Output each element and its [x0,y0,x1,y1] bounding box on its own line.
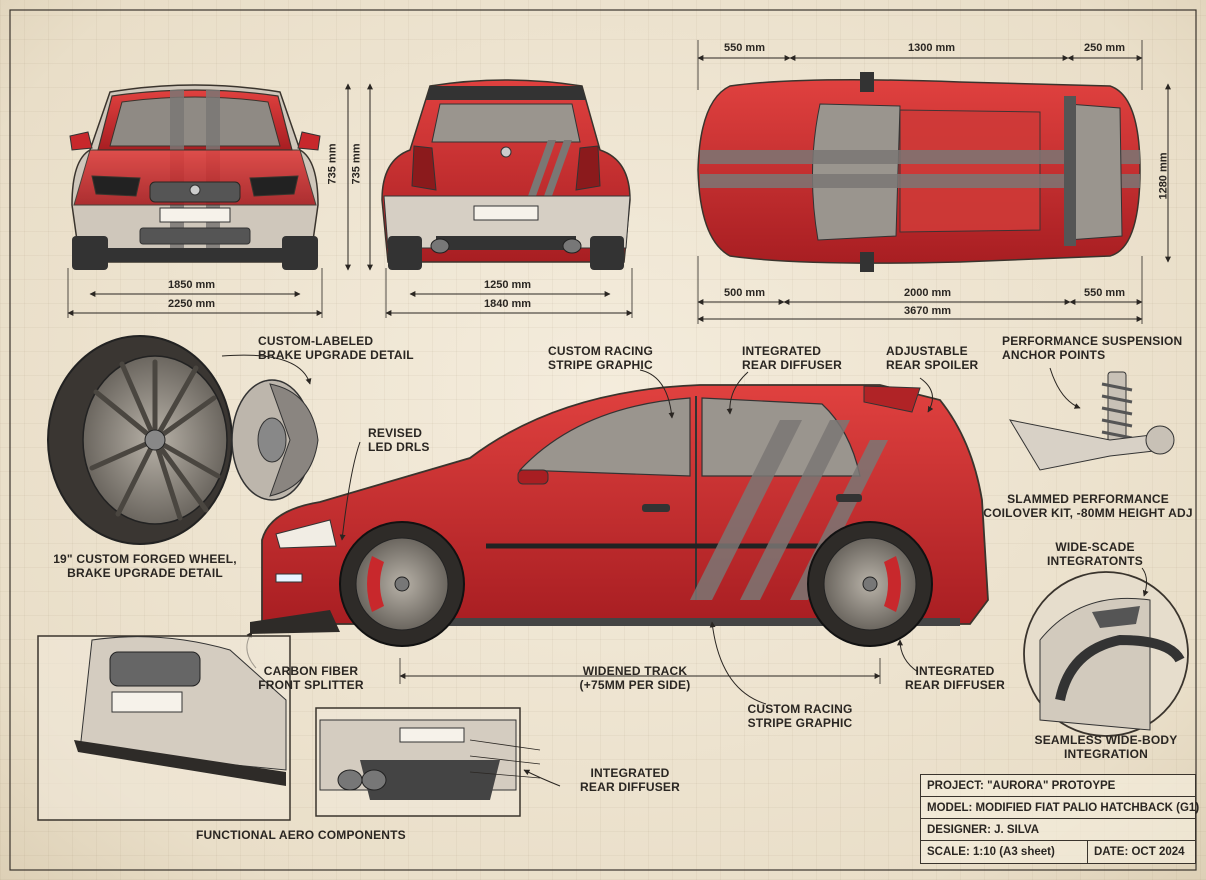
callout-widebody-bottom: SEAMLESS WIDE-BODY INTEGRATION [1034,733,1178,761]
top-width: 1280 mm [1157,152,1170,200]
top-front-bottom: 500 mm [724,287,765,299]
callout-widebody-top: WIDE-SCADE INTEGRATONTS [1047,540,1143,568]
front-height: 735 mm [326,143,339,185]
top-view [697,40,1171,324]
suspension-detail [1008,367,1175,471]
front-width-inner: 1850 mm [168,279,216,291]
rear-width-inner: 1250 mm [484,279,532,291]
title-project: PROJECT: "AURORA" PROTOYPE [921,775,1195,797]
rear-width-outer: 1840 mm [484,298,532,310]
top-wheelbase: 2000 mm [904,287,952,299]
top-front-overhang: 550 mm [724,42,765,54]
callout-track: WIDENED TRACK (+75mm PER SIDE) [579,664,691,692]
title-block: PROJECT: "AURORA" PROTOYPE MODEL: MODIFI… [920,774,1199,864]
callout-stripe-top: CUSTOM RACING STRIPE GRAPHIC [548,344,654,372]
widebody-detail [1023,567,1189,737]
callout-wheel: 19" CUSTOM FORGED WHEEL, BRAKE UPGRADE D… [53,552,237,580]
top-length: 3670 mm [904,305,952,317]
sheet-border [9,9,1197,871]
callout-suspension-anchor: PERFORMANCE SUSPENSION ANCHOR POINTS [1002,334,1183,362]
front-view [67,83,351,318]
callout-aero: FUNCTIONAL AERO COMPONENTS [196,828,406,842]
callout-splitter: CARBON FIBER FRONT SPLITTER [258,664,364,692]
aero-detail-boxes [37,635,561,821]
callout-diffuser-mid: INTEGRATED REAR DIFFUSER [905,664,1005,692]
title-designer: DESIGNER: J. SILVA [921,819,1195,841]
callout-diffuser-detail: INTEGRATED REAR DIFFUSER [580,766,680,794]
callout-drls: REVISED LED DRLs [368,426,430,454]
top-cabin: 1300 mm [908,42,956,54]
callout-stripe-bottom: CUSTOM RACING STRIPE GRAPHIC [747,702,853,730]
title-model: MODEL: MODIFIED FIAT PALIO HATCHBACK (G1… [921,797,1199,819]
title-date: DATE: OCT 2024 [1087,841,1185,863]
top-rear-top: 250 mm [1084,42,1125,54]
front-width-outer: 2250 mm [168,298,216,310]
callout-diffuser-top: INTEGRATED REAR DIFFUSER [742,344,842,372]
callout-spoiler: ADJUSTABLE REAR SPOILER [886,344,979,372]
callout-brake-label: CUSTOM-LABELED BRAKE UPGRADE DETAIL [258,334,414,362]
callout-coilover: SLAMMED PERFORMANCE COILOVER KIT, -80mm … [983,492,1193,520]
rear-height: 735 mm [350,143,363,185]
title-scale-row: SCALE: 1:10 (A3 sheet) DATE: OCT 2024 [921,841,1195,863]
rear-view [367,79,633,318]
side-view [246,369,989,705]
wheel-detail [47,335,319,545]
title-scale: SCALE: 1:10 (A3 sheet) [927,846,1055,858]
top-rear-bottom: 550 mm [1084,287,1125,299]
